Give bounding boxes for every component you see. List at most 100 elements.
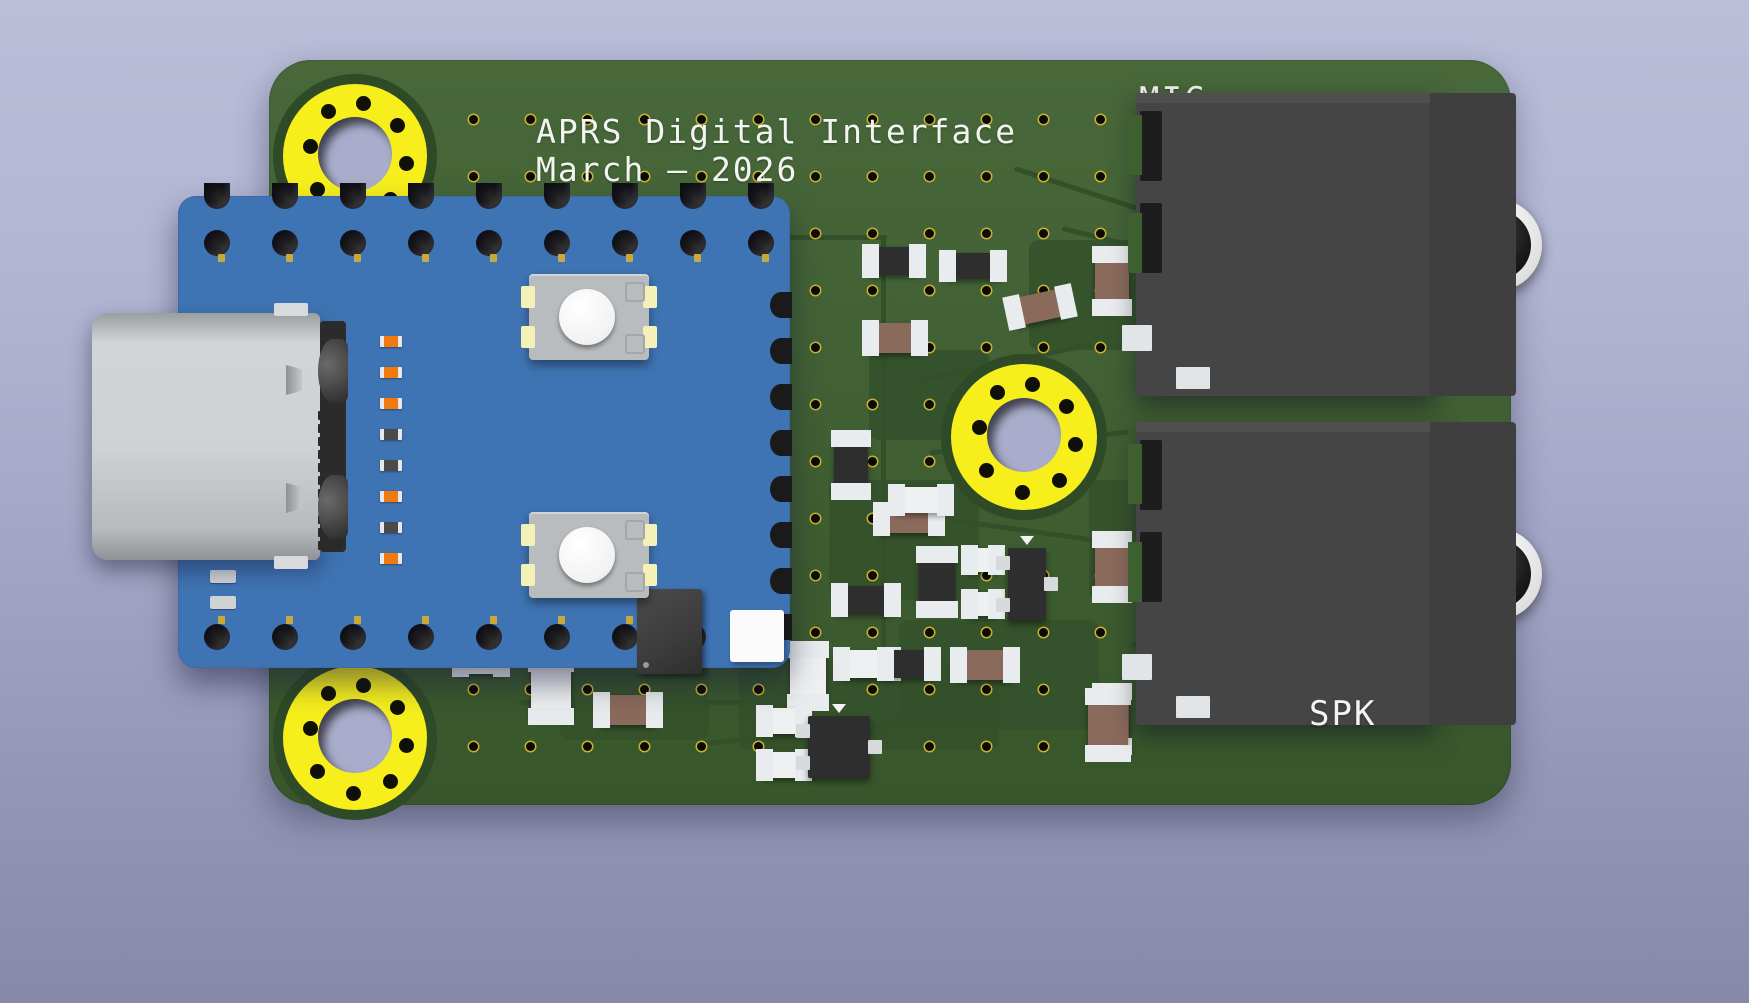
pcb-via <box>811 115 820 124</box>
jack-top-face <box>1136 422 1436 432</box>
pcb-via <box>982 115 991 124</box>
led-indicator <box>380 336 402 347</box>
shield-notch <box>286 483 302 513</box>
edge-plated-slot <box>770 522 792 548</box>
pcb-via <box>469 742 478 751</box>
smd-resistor <box>593 692 663 728</box>
daughterboard-pin-hole <box>680 230 706 256</box>
mounting-pad-center-right <box>951 364 1097 510</box>
tactile-switch-top[interactable] <box>521 274 657 360</box>
jack-nose <box>1430 422 1516 725</box>
jack-solder-pad <box>1176 696 1210 718</box>
solder-pin <box>558 616 565 624</box>
smd-resistor <box>1085 688 1131 762</box>
sot-lead <box>1044 577 1058 591</box>
solder-pin <box>422 616 429 624</box>
jack-pin-block <box>1140 203 1162 273</box>
sot-lead <box>996 556 1010 570</box>
copper-trace <box>881 235 886 485</box>
smd-capacitor <box>831 430 871 500</box>
copper-trace <box>519 700 849 705</box>
pcb-via <box>526 172 535 181</box>
sot-lead <box>796 756 810 770</box>
pcb-via <box>526 685 535 694</box>
smd-resistor <box>862 320 928 356</box>
usb-c-pin-finger <box>318 463 342 472</box>
pcb-via <box>811 628 820 637</box>
smd-resistor <box>1092 246 1132 316</box>
jack-solder-tab <box>1128 444 1142 504</box>
pcb-via <box>925 172 934 181</box>
daughterboard-pin-hole <box>544 624 570 650</box>
pcb-via <box>1096 628 1105 637</box>
smd-terminal <box>1092 586 1132 603</box>
smd-resistor <box>1002 283 1078 331</box>
solder-pin <box>218 254 225 262</box>
castellated-pin-hole <box>680 183 706 209</box>
pcb-via <box>697 115 706 124</box>
pcb-via <box>868 571 877 580</box>
pcb-via <box>526 115 535 124</box>
led-indicator <box>380 429 402 440</box>
pcb-via <box>868 400 877 409</box>
led-die <box>384 336 398 347</box>
switch-actuator[interactable] <box>559 527 615 583</box>
sot23-package <box>796 704 882 778</box>
edge-plated-slot <box>770 338 792 364</box>
castellated-pad <box>210 570 236 583</box>
sot-lead <box>796 724 810 738</box>
edge-plated-slot <box>770 430 792 456</box>
solder-pin <box>354 616 361 624</box>
daughterboard-pin-hole <box>476 624 502 650</box>
smd-terminal <box>646 692 663 728</box>
solder-pin <box>218 616 225 624</box>
smd-resistor <box>1092 531 1132 603</box>
audio-jack-mic[interactable] <box>1122 93 1542 396</box>
led-die <box>384 398 398 409</box>
smd-terminal <box>884 583 901 617</box>
usb-c-connector[interactable] <box>92 303 348 569</box>
pcb-via <box>982 571 991 580</box>
usb-c-cavity-top <box>318 339 348 403</box>
pcb-via <box>925 742 934 751</box>
pcb-via <box>526 742 535 751</box>
switch-actuator[interactable] <box>559 289 615 345</box>
castellated-pin-hole <box>612 183 638 209</box>
audio-jack-spk[interactable] <box>1122 422 1542 725</box>
led-die <box>384 522 398 533</box>
pcb-via <box>925 628 934 637</box>
led-die <box>384 429 398 440</box>
smd-capacitor <box>877 647 941 681</box>
pcb-via <box>640 172 649 181</box>
smd-terminal <box>961 545 978 575</box>
daughterboard-pin-hole <box>340 624 366 650</box>
usb-c-pin-finger <box>318 411 342 420</box>
pcb-via <box>583 742 592 751</box>
pcb-via <box>1039 229 1048 238</box>
pcb-via <box>1096 172 1105 181</box>
polarity-marker <box>1020 536 1034 545</box>
castellated-pin-hole <box>408 183 434 209</box>
pcb-via <box>1096 229 1105 238</box>
pcb-via <box>925 343 934 352</box>
mounting-hole <box>318 699 392 773</box>
tactile-switch-bottom[interactable] <box>521 512 657 598</box>
daughterboard-pin-holes <box>178 183 792 668</box>
pcb-via <box>1096 115 1105 124</box>
jack-solder-pad <box>1176 367 1210 389</box>
smd-terminal <box>593 692 610 728</box>
pcb-via <box>982 286 991 295</box>
solder-pin <box>286 254 293 262</box>
pcb-via <box>868 457 877 466</box>
pcb-via <box>868 229 877 238</box>
pcb-via <box>982 343 991 352</box>
pcb-via <box>754 685 763 694</box>
pcb-via <box>1096 343 1105 352</box>
smd-capacitor <box>862 244 926 278</box>
smd-terminal <box>831 430 871 447</box>
castellated-pad <box>210 596 236 609</box>
smd-terminal <box>916 601 958 618</box>
jack-pin-block <box>1140 111 1162 181</box>
led-die <box>384 553 398 564</box>
